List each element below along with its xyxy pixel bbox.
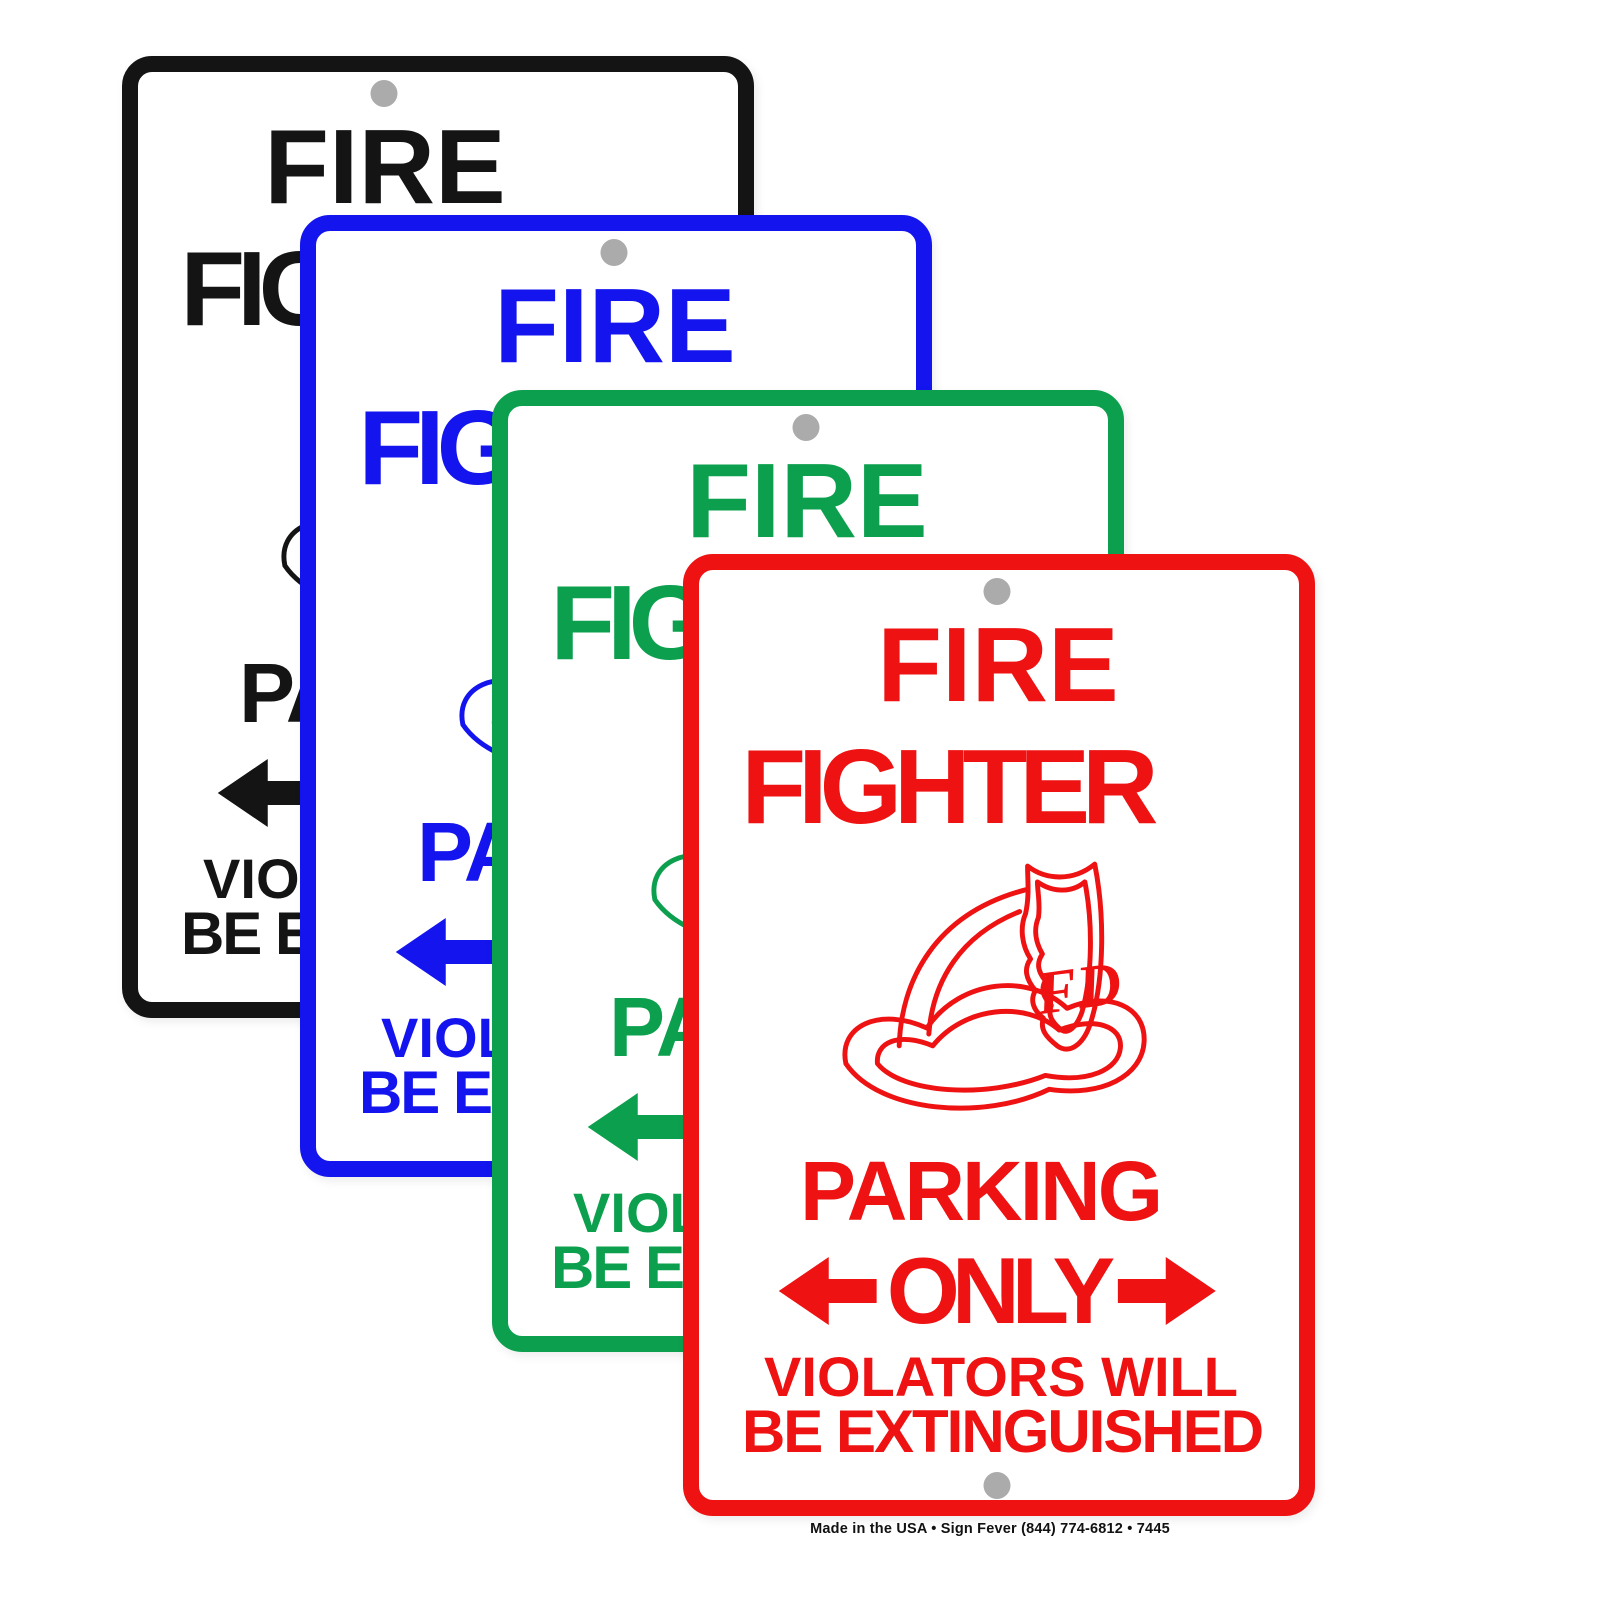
mounting-hole-top bbox=[600, 239, 628, 266]
arrow-right-icon bbox=[1117, 1257, 1216, 1325]
sign-title-line1: FIRE bbox=[494, 267, 736, 385]
only-label: ONLY bbox=[886, 1238, 1115, 1343]
arrow-left-icon bbox=[217, 759, 316, 827]
sign-title-line2: FIGHTER bbox=[741, 728, 1158, 846]
parking-label: PARKING bbox=[799, 1144, 1163, 1238]
sign-panel-red: FIRE FIGHTER FD PARKING ONLY VIOLA bbox=[683, 554, 1315, 1516]
manufacturer-fine-print: Made in the USA • Sign Fever (844) 774-6… bbox=[810, 1521, 1170, 1537]
arrow-left-icon bbox=[395, 918, 494, 986]
helmet-shield-initials: FD bbox=[1031, 949, 1126, 1028]
arrow-left-icon bbox=[587, 1093, 686, 1161]
sign-title-line1: FIRE bbox=[686, 442, 928, 560]
sign-title-line1: FIRE bbox=[877, 606, 1119, 724]
sign-title-line1: FIRE bbox=[264, 108, 506, 226]
firefighter-helmet-icon: FD bbox=[836, 852, 1152, 1134]
mounting-hole-top bbox=[983, 578, 1011, 605]
mounting-hole-top bbox=[370, 80, 398, 107]
violators-line1: VIOLATORS WILL bbox=[764, 1345, 1238, 1408]
mounting-hole-bottom bbox=[983, 1472, 1011, 1499]
only-row: ONLY bbox=[778, 1238, 1216, 1343]
violators-line2: BE EXTINGUISHED bbox=[741, 1398, 1264, 1465]
arrow-left-icon bbox=[778, 1257, 877, 1325]
mounting-hole-top bbox=[792, 414, 820, 441]
